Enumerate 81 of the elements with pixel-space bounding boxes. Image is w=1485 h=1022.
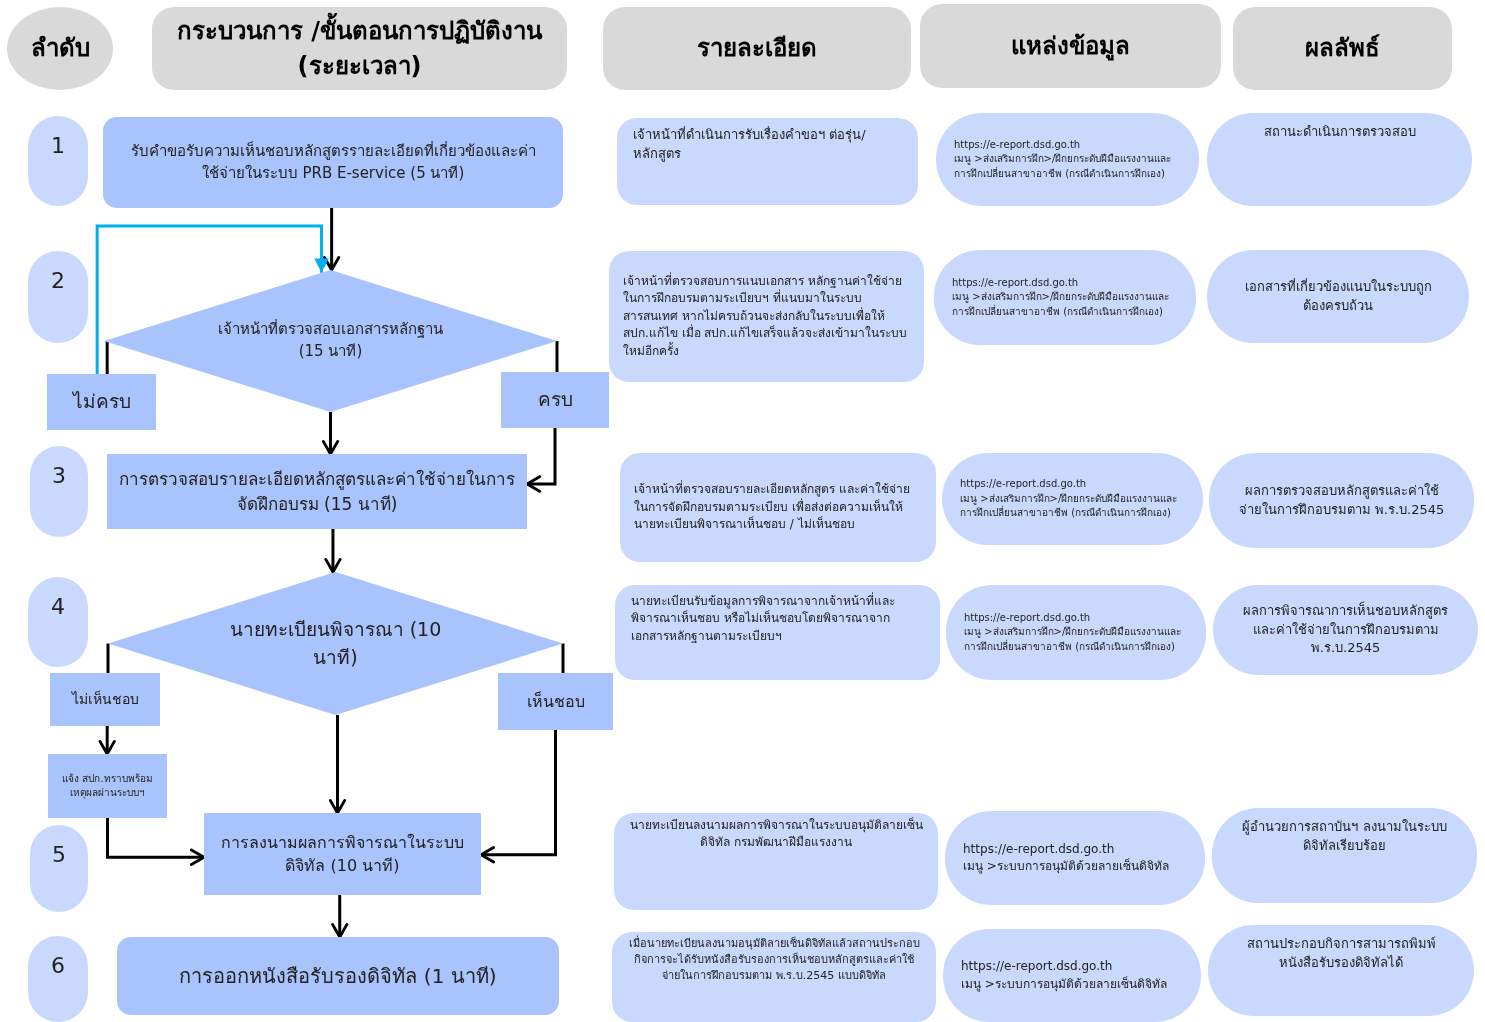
step-number xyxy=(28,116,88,206)
result-text: เอกสารที่เกี่ยวข้องแนบในระบบถูกต้องครบถ้วน xyxy=(1243,277,1433,315)
result-text: ผลการพิจารณาการเห็นชอบหลักสูตรและค่าใช้จ่ายในการฝึกอบรมตาม พ.ร.บ.2545 xyxy=(1242,601,1449,658)
result-text: สถานประกอบกิจการสามารถพิมพ์หนังสือรับรองดิจิทัลได้ xyxy=(1245,935,1437,972)
arrow xyxy=(323,208,341,272)
description-text: เจ้าหน้าที่ตรวจสอบรายละเอียดหลักสูตร และค่าใช้จ่ายในการจัดฝึกอบรมตามระเบียบ เพื่อส่งต่อความเห็นให้นายทะเบียนพิจารณาเห็นชอบ / ไม่เห็นชอบ xyxy=(634,481,911,534)
source-text: https://e-report.dsd.go.th xyxy=(963,840,1116,858)
process-box xyxy=(50,673,160,726)
description-box xyxy=(617,118,918,205)
decision-text: เจ้าหน้าที่ตรวจสอบเอกสารหลักฐาน (15 นาที) xyxy=(217,319,444,362)
step-number-text: 6 xyxy=(50,952,66,980)
step-number xyxy=(28,936,88,1022)
column-header: กระบวนการ /ขั้นตอนการปฏิบัติงาน (ระยะเวลา) xyxy=(172,13,547,84)
box-label: การลงนามผลการพิจารณาในระบบดิจิทัล (10 นาที) xyxy=(220,831,465,877)
source-text: https://e-report.dsd.go.th xyxy=(952,275,1080,290)
description-box xyxy=(609,251,924,382)
result-text: สถานะดำเนินการตรวจสอบ xyxy=(1262,123,1417,141)
source-text: https://e-report.dsd.go.th xyxy=(961,958,1114,976)
header-pill xyxy=(1233,7,1452,90)
column-header: ผลลัพธ์ xyxy=(1304,33,1381,65)
column-header: ลำดับ xyxy=(29,33,91,65)
box-label: เห็นชอบ xyxy=(525,690,586,713)
box-label: รับคำขอรับความเห็นชอบหลักสูตรรายละเอียดที่เกี่ยวข้องและค่าใช้จ่ายในระบบ PRB E-service (5 นาที) xyxy=(129,140,537,184)
step-number-text: 3 xyxy=(51,462,67,490)
arrow xyxy=(324,529,342,574)
description-text: นายทะเบียนลงนามผลการพิจารณาในระบบอนุมัติลายเซ็นดิจิทัล กรมพัฒนาฝีมือแรงงาน xyxy=(628,817,924,852)
header-pill xyxy=(152,7,567,90)
description-box xyxy=(615,585,940,680)
note-box xyxy=(48,754,167,818)
process-box xyxy=(107,454,527,529)
source-text: เมนู >ส่งเสริมการฝึก>/ฝึกยกระดับฝีมือแรงงานและการฝึกเปลี่ยนสาขาอาชีพ (กรณีดำเนินการฝึกเอง) xyxy=(954,152,1173,181)
description-text: เจ้าหน้าที่ตรวจสอบการแนบเอกสาร หลักฐานค่าใช้จ่ายในการฝึกอบรมตามระเบียบฯ ที่แนบมาในระบบสารสนเทศ หากไม่ครบถ้วนจะส่งกลับในระบบเพื่อให้ สปก.แก้ไข เมื่อ สปก.แก้ไขเสร็จแล้วจะส่งเข้ามาในระบบใหม่อีกครั้ง xyxy=(623,273,909,360)
source-text: เมนู >ส่งเสริมการฝึก>/ฝึกยกระดับฝีมือแรงงานและการฝึกเปลี่ยนสาขาอาชีพ (กรณีดำเนินการฝึกเอง) xyxy=(964,625,1183,654)
source-text: เมนู >ส่งเสริมการฝึก>/ฝึกยกระดับฝีมือแรงงานและการฝึกเปลี่ยนสาขาอาชีพ (กรณีดำเนินการฝึกเอง) xyxy=(960,491,1179,521)
source-text: https://e-report.dsd.go.th xyxy=(960,477,1088,492)
source-text: https://e-report.dsd.go.th xyxy=(964,610,1092,625)
connector-line xyxy=(561,643,565,673)
arrow xyxy=(328,715,347,815)
box-label: แจ้ง สปก.ทราบพร้อมเหตุผลผ่านระบบฯ xyxy=(61,771,154,801)
description-text: เจ้าหน้าที่ดำเนินการรับเรื่องคำขอฯ ต่อรุ่น/หลักสูตร xyxy=(633,126,867,164)
header-pill xyxy=(920,4,1221,88)
box-label: ไม่ครบ xyxy=(71,389,132,415)
source-text: เมนู >ส่งเสริมการฝึก>/ฝึกยกระดับฝีมือแรงงานและการฝึกเปลี่ยนสาขาอาชีพ (กรณีดำเนินการฝึกเอง) xyxy=(952,290,1171,319)
arrow xyxy=(98,726,116,756)
description-text: นายทะเบียนรับข้อมูลการพิจารณาจากเจ้าหน้าที่และพิจารณาเห็นชอบ หรือไม่เห็นชอบโดยพิจารณาจากเอกสารหลักฐานตามระเบียบฯ xyxy=(631,593,896,645)
column-header: รายละเอียด xyxy=(696,33,818,65)
process-box xyxy=(103,117,563,208)
connector-line xyxy=(105,341,109,374)
description-box xyxy=(612,932,936,1022)
description-box xyxy=(614,813,938,910)
process-box xyxy=(117,937,559,1015)
source-text: https://e-report.dsd.go.th xyxy=(954,137,1082,152)
description-box xyxy=(620,453,936,562)
step-number xyxy=(28,251,88,343)
step-number-text: 2 xyxy=(50,267,66,295)
step-number-text: 5 xyxy=(51,841,67,869)
connector-line xyxy=(106,643,110,673)
process-box xyxy=(498,673,613,730)
box-label: การออกหนังสือรับรองดิจิทัล (1 นาที) xyxy=(178,962,498,990)
process-box xyxy=(501,372,609,428)
header-pill xyxy=(603,7,911,90)
result-text: ผลการตรวจสอบหลักสูตรและค่าใช้จ่ายในการฝึกอบรมตาม พ.ร.บ.2545 xyxy=(1237,481,1446,519)
arrow xyxy=(106,818,206,866)
result-text: ผู้อำนวยการสถาบันฯ ลงนามในระบบดิจิทัลเรียบร้อย xyxy=(1241,818,1448,855)
connector-line xyxy=(555,341,559,372)
source-text: เมนู >ระบบการอนุมัติด้วยลายเซ็นดิจิทัล xyxy=(961,975,1168,993)
process-box xyxy=(204,813,481,895)
source-text: เมนู >ระบบการอนุมัติด้วยลายเซ็นดิจิทัล xyxy=(963,858,1170,876)
box-label: ไม่เห็นชอบ xyxy=(70,689,140,710)
description-text: เมื่อนายทะเบียนลงนามอนุมัติลายเซ็นดิจิทัลแล้วสถานประกอบกิจการจะได้รับหนังสือรับรองการเห็นชอบหลักสูตรและค่าใช้จ่ายในการฝึกอบรมตาม พ.ร.บ.2545 แบบดิจิทัล xyxy=(627,936,921,984)
step-number-text: 4 xyxy=(50,593,66,621)
arrow xyxy=(321,412,340,456)
decision-text: นายทะเบียนพิจารณา (10 นาที) xyxy=(228,616,443,670)
arrow xyxy=(331,895,349,939)
arrow xyxy=(95,224,329,374)
step-number-text: 1 xyxy=(50,132,66,160)
box-label: ครบ xyxy=(536,387,574,413)
box-label: การตรวจสอบรายละเอียดหลักสูตรและค่าใช้จ่ายในการจัดฝึกอบรม (15 นาที) xyxy=(118,467,516,516)
step-number xyxy=(28,577,88,667)
process-box xyxy=(47,374,156,430)
column-header: แหล่งข้อมูล xyxy=(1010,30,1131,63)
